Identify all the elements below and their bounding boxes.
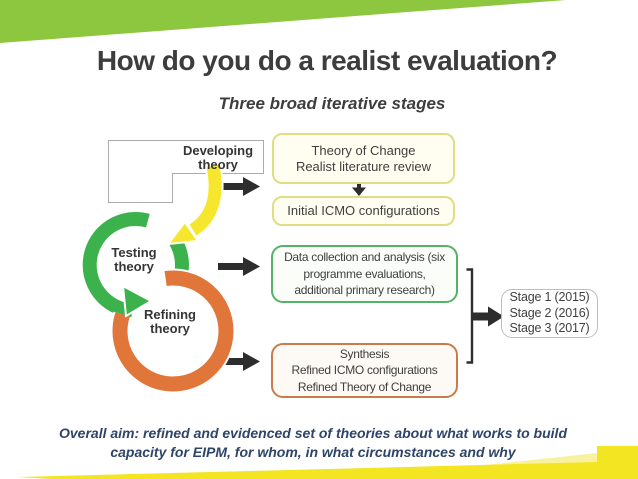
label-refining-theory: Refining theory [128, 308, 212, 336]
label-line: Refining [144, 307, 196, 322]
box-line: additional primary research) [294, 283, 435, 298]
box-theory-of-change: Theory of Change Realist literature revi… [272, 133, 455, 184]
yellow-arrowhead-icon [165, 220, 200, 246]
label-testing-theory: Testing theory [96, 246, 172, 274]
green-arrowhead-icon [121, 284, 154, 318]
stage-line: Stage 1 (2015) [509, 290, 590, 305]
developing-theory-outline-box [108, 140, 264, 203]
label-line: Developing [182, 143, 254, 158]
aim-line: capacity for EIPM, for whom, in what cir… [110, 444, 516, 460]
orange-cycle-arrow [112, 270, 234, 392]
box-line: Refined Theory of Change [297, 379, 432, 394]
bottom-yellow-band [18, 446, 638, 479]
box-synthesis: Synthesis Refined ICMO configurations Re… [271, 343, 458, 398]
box-stages: Stage 1 (2015) Stage 2 (2016) Stage 3 (2… [501, 289, 598, 338]
stage-bracket [466, 268, 474, 364]
label-line: theory [198, 157, 238, 172]
overall-aim-text: Overall aim: refined and evidenced set o… [0, 424, 632, 462]
box-initial-icmo: Initial ICMO configurations [272, 196, 455, 226]
yellow-curved-arrow [189, 164, 222, 236]
label-developing-theory: Developing theory [177, 144, 259, 172]
box-line: Realist literature review [295, 158, 432, 174]
right-arrow-icon-bottom [218, 352, 260, 371]
bracket-arrow-icon [473, 306, 504, 327]
label-line: theory [150, 321, 190, 336]
stage-line: Stage 2 (2016) [509, 305, 590, 320]
green-cycle-arrow [82, 211, 150, 318]
right-arrow-icon-middle [218, 257, 260, 276]
box-line: Theory of Change [311, 142, 416, 158]
box-line: Refined ICMO configurations [291, 363, 438, 378]
label-line: theory [114, 259, 154, 274]
down-arrow-icon [352, 179, 366, 196]
page-subtitle: Three broad iterative stages [218, 94, 446, 113]
top-green-band [0, 0, 566, 43]
right-arrow-icon-top [218, 177, 260, 196]
page-title: How do you do a realist evaluation? [96, 45, 558, 76]
box-data-collection: Data collection and analysis (six progra… [271, 245, 458, 303]
box-line: Data collection and analysis (six [284, 250, 445, 265]
aim-line: Overall aim: refined and evidenced set o… [59, 425, 567, 441]
stage-line: Stage 3 (2017) [509, 321, 590, 336]
box-line: Synthesis [339, 346, 390, 361]
label-line: Testing [111, 245, 157, 260]
box-line: programme evaluations, [303, 266, 426, 281]
box-line: Initial ICMO configurations [287, 203, 440, 218]
